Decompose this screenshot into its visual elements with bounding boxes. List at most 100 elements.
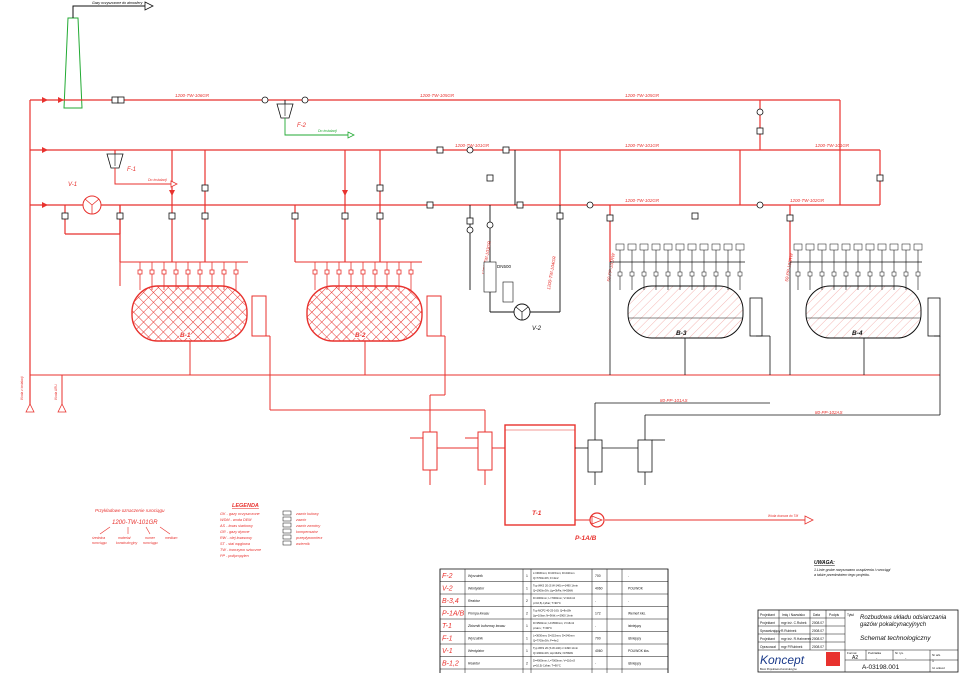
row-symbol: V-2: [442, 586, 453, 593]
reactors-b3-b4: B-3 B-4: [594, 243, 941, 440]
line-102b-label: 1200-TW-102GR: [790, 198, 825, 203]
row-symbol: P-1A/B: [442, 611, 465, 618]
row-char2: Q=1900m3/h; Δp=3kPa; N=55kW: [533, 589, 573, 593]
example-lbl2b: konstrukcyjny: [116, 541, 137, 545]
example-lbl1b: rurociągu: [92, 541, 107, 545]
reactors-b1-b2: B-1 B-2: [30, 261, 940, 410]
tb-r2d: 2008.07: [812, 629, 824, 633]
row-char2: Δp=10bar; N=3kW; n=2900 1/min: [533, 614, 573, 618]
line-valves: [61, 96, 884, 225]
row-char: Typ MCP2 40-25-160; Q=8m3/h: [533, 609, 572, 613]
legend-title: LEGENDA: [232, 503, 259, 509]
f1-label: F-1: [127, 167, 136, 173]
stack-out-label: Gazy oczyszczone do atmosfery: [92, 1, 143, 5]
woda-out-label: Woda dozowa do TM: [768, 514, 798, 518]
tb-r3: Projektant: [760, 637, 775, 641]
row-char: Typ WKS 20 (S W-140) n=1490 1/min: [533, 584, 578, 588]
line-arrows: [42, 97, 348, 208]
note: UWAGA: 1.Linie grube narysowano urządzen…: [814, 560, 891, 577]
tb-r2n: R.Rubinek: [781, 629, 797, 633]
tb-company-sub: Biuro Projektowo-Konstrukcyjne: [760, 667, 797, 671]
tb-r3n: mgr inż. R.Hahnerek: [781, 637, 812, 641]
row-char2: Q=7700m3/h; F=4m2: [533, 576, 559, 580]
row-weight: -: [595, 624, 596, 628]
row-symbol: F-1: [442, 636, 453, 643]
row-note: -: [628, 574, 629, 578]
legend-left-item: WDM - woda DEM: [220, 518, 252, 522]
line-80a-label: 80-PP-101AS: [660, 398, 688, 403]
tb-h-data: Data: [813, 613, 820, 617]
note-text2: a także przedmiotem tego projektu.: [814, 573, 870, 577]
row-note: POLIWOK: [628, 587, 644, 591]
row-note: istniejący: [628, 637, 642, 641]
row-char2: p=atm.; T=90°C: [533, 626, 552, 630]
legend-left-item: GK - gazy oczyszczone: [220, 512, 260, 516]
do-instalacji-1: Do instalacji: [318, 129, 337, 133]
legend-left-item: AS - kwas siarkowy: [219, 524, 254, 528]
row-note: istniejący: [628, 662, 642, 666]
tb-ark: 1: [932, 659, 934, 663]
tb-podzialka: -: [876, 655, 878, 660]
legend-right-item: wziernik: [296, 542, 311, 546]
row-symbol: V-1: [442, 648, 453, 655]
line-105b-label: 1200-TW-105GR: [625, 93, 660, 98]
tb-company: Koncept: [760, 653, 805, 667]
line-101c-label: 1200-TW-101GR: [815, 143, 850, 148]
legend-right-item: zawór: [295, 518, 307, 522]
line-101b-label: 1200-TW-101GR: [625, 143, 660, 148]
tb-r4n: mgr P.Rubinek: [781, 645, 803, 649]
v2-label: V-2: [532, 326, 542, 332]
left-inputs: Woda z instalacji Woda ARU: [20, 375, 67, 413]
fan-v2: V-2: [483, 261, 542, 332]
b4-label: B-4: [852, 330, 863, 337]
pipe-labels: 1200-TW-106GR 1200-TW-105GR 1200-TW-105G…: [175, 93, 850, 415]
tb-r4: Opracował: [760, 645, 776, 649]
example-lbl3: numer: [145, 536, 156, 540]
legend-left-item: TW - tworzywo sztuczne: [220, 548, 261, 552]
row-note: POLIWOK kks.: [628, 649, 650, 653]
dn500-label: DN500: [497, 264, 512, 269]
row-weight: 4060: [595, 587, 603, 591]
tb-podzialka-l: Podziałka: [868, 651, 881, 655]
line-junctions: [261, 96, 764, 234]
tb-title1: Rozbudowa układu odsiarczania: [860, 615, 947, 621]
tb-format: A2: [852, 655, 858, 661]
b1-label: B-1: [180, 332, 191, 339]
row-char2: Q=7700m3/h; F=4m2: [533, 639, 559, 643]
line-106-label: 1200-TW-106GR: [175, 93, 210, 98]
do-instalacji-2: Do instalacji: [148, 178, 167, 182]
f2-label: F-2: [297, 123, 307, 129]
example-lbl1: średnica: [92, 536, 105, 540]
example-lbl2: materiał: [118, 536, 131, 540]
legend-left-item: ST - stal węglowa: [220, 542, 250, 546]
tb-h-proj: Projektant: [760, 613, 775, 617]
v1-label: V-1: [68, 182, 77, 188]
scrubber-f2: F-2 Do instalacji: [276, 103, 355, 139]
row-qty: 2: [526, 599, 528, 603]
row-weight: 700: [595, 574, 601, 578]
row-weight: 700: [595, 637, 601, 641]
row-weight: -: [595, 599, 596, 603]
legend-left-item: PP - polipropylen: [220, 554, 249, 558]
row-qty: 1: [526, 649, 528, 653]
row-qty: 1: [526, 574, 528, 578]
legend-left-item: RW - olej kwasowy: [220, 536, 253, 540]
tb-h-podpis: Podpis: [829, 613, 839, 617]
row-qty: 2: [526, 662, 528, 666]
row-char2: p=10,5(-1)/bar; T=90°C: [533, 664, 561, 668]
row-symbol: F-2: [442, 573, 453, 580]
row-char: L=3630mm; D=215mm; D=240mm: [533, 571, 575, 575]
reactor-b4: B-4: [789, 261, 941, 375]
tb-subtitle: Schemat technologiczny: [860, 635, 931, 642]
legend-right-item: przepływomierz: [295, 536, 322, 540]
row-note: Wernert kks.: [628, 612, 646, 616]
tb-r3d: 2008.07: [812, 637, 824, 641]
company-logo: [826, 652, 840, 666]
row-name: Wentylator: [468, 649, 485, 653]
